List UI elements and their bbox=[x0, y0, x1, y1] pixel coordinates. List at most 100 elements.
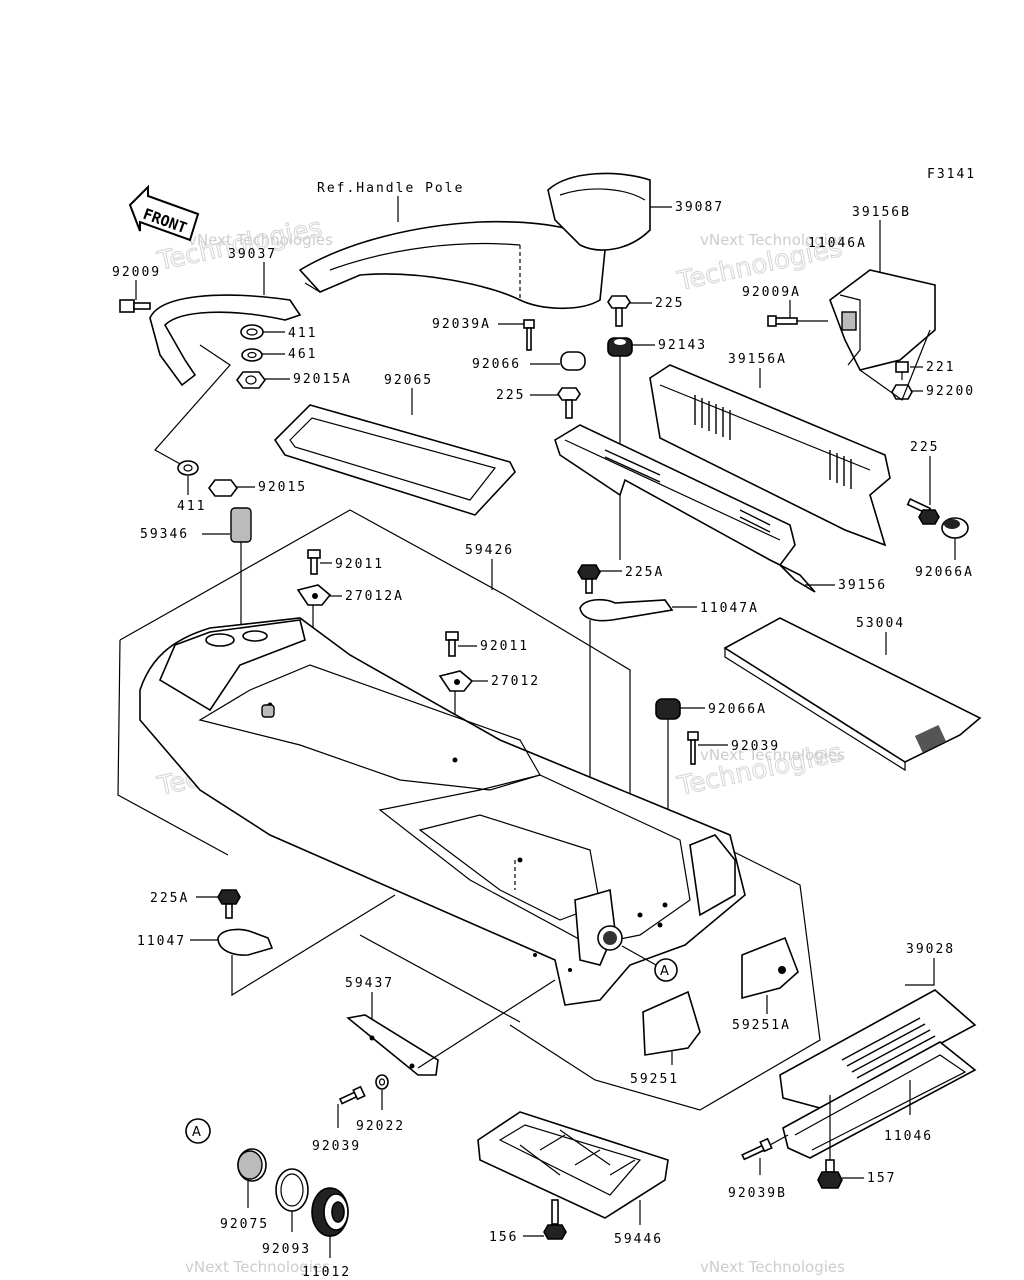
ref-circle-label: A bbox=[660, 964, 669, 979]
washer-411-lower-part bbox=[177, 460, 199, 476]
nut-92200-part bbox=[891, 384, 913, 400]
bolt-225-mid-part bbox=[557, 387, 581, 419]
part-label-11012: 11012 bbox=[302, 1265, 351, 1280]
part-label-225-mid: 225 bbox=[496, 388, 525, 403]
part-label-39156A: 39156A bbox=[728, 352, 787, 367]
part-label-92066A-mid: 92066A bbox=[708, 702, 767, 717]
grab-handle-39037-part bbox=[149, 294, 302, 387]
part-label-92022: 92022 bbox=[356, 1119, 405, 1134]
leader-line bbox=[417, 979, 556, 1069]
bolt-156-part bbox=[543, 1199, 567, 1240]
watermark-text: vNext Technologies bbox=[700, 1258, 845, 1276]
front-arrow-icon: FRONT bbox=[128, 184, 200, 242]
trim-11046-part bbox=[782, 1041, 977, 1159]
part-label-27012: 27012 bbox=[491, 674, 540, 689]
bracket-39156B-part bbox=[829, 269, 936, 371]
handle-pole-ref-label: Ref.Handle Pole bbox=[317, 181, 464, 196]
deck-hull-59426-part bbox=[117, 509, 821, 1111]
bracket-11047-part bbox=[217, 928, 274, 956]
pad-59251-part bbox=[642, 990, 701, 1056]
leader-line bbox=[769, 1134, 789, 1146]
part-label-92015: 92015 bbox=[258, 480, 307, 495]
bolt-92009-part bbox=[119, 299, 151, 313]
part-label-92066: 92066 bbox=[472, 357, 521, 372]
part-label-39156B: 39156B bbox=[852, 205, 911, 220]
part-label-53004: 53004 bbox=[856, 616, 905, 631]
part-label-27012A: 27012A bbox=[345, 589, 404, 604]
part-label-92075: 92075 bbox=[220, 1217, 269, 1232]
plug-92075-part bbox=[237, 1148, 267, 1182]
part-label-411-top: 411 bbox=[288, 326, 317, 341]
leader-line bbox=[859, 329, 931, 401]
ref-circle-A-hull: A bbox=[654, 958, 678, 982]
part-label-59346: 59346 bbox=[140, 527, 189, 542]
part-label-221: 221 bbox=[926, 360, 955, 375]
washer-411-part bbox=[240, 324, 264, 340]
part-label-225-right: 225 bbox=[910, 440, 939, 455]
cap-92066-part bbox=[560, 351, 586, 371]
watermark-text: vNext Technologies bbox=[700, 231, 845, 249]
bolt-221-part bbox=[895, 361, 909, 380]
part-label-11046A: 11046A bbox=[808, 236, 867, 251]
pad-39087-part bbox=[547, 172, 651, 251]
gasket-92065-part bbox=[273, 404, 516, 516]
part-label-92200: 92200 bbox=[926, 384, 975, 399]
part-label-92039-mid: 92039 bbox=[731, 739, 780, 754]
pin-92039-lower-part bbox=[338, 1085, 366, 1105]
ref-circle-A-detail: A bbox=[185, 1118, 211, 1144]
bolt-225A-top-part bbox=[577, 564, 601, 594]
part-label-11046: 11046 bbox=[884, 1129, 933, 1144]
watermark-text: vNext Technologies bbox=[188, 231, 333, 249]
grate-59446-part bbox=[477, 1111, 669, 1219]
part-label-59437: 59437 bbox=[345, 976, 394, 991]
bolt-225-right-part bbox=[906, 497, 940, 525]
part-label-39028: 39028 bbox=[906, 942, 955, 957]
part-label-92011-a: 92011 bbox=[335, 557, 384, 572]
ring-92093-part bbox=[275, 1168, 309, 1212]
watermark-text: vNext Technologies bbox=[185, 1258, 330, 1276]
drain-plug-11012-part bbox=[311, 1187, 349, 1237]
part-label-39156: 39156 bbox=[838, 578, 887, 593]
part-label-157: 157 bbox=[867, 1171, 896, 1186]
pin-92039B-part bbox=[741, 1137, 773, 1161]
ref-circle-label: A bbox=[192, 1125, 201, 1140]
part-label-156: 156 bbox=[489, 1230, 518, 1245]
lockwasher-461-part bbox=[241, 348, 263, 362]
leader-line bbox=[905, 958, 935, 986]
pin-92039-mid-part bbox=[687, 731, 699, 765]
cap-92066A-mid-part bbox=[655, 698, 681, 720]
pin-92039A-part bbox=[523, 319, 535, 351]
screw-92011-a-part bbox=[307, 549, 321, 575]
part-label-59426: 59426 bbox=[465, 543, 514, 558]
screw-92009A-part bbox=[767, 315, 798, 327]
panel-39156A-part bbox=[649, 364, 891, 547]
part-label-92015A: 92015A bbox=[293, 372, 352, 387]
part-label-59251A: 59251A bbox=[732, 1018, 791, 1033]
part-label-59251: 59251 bbox=[630, 1072, 679, 1087]
part-label-92065: 92065 bbox=[384, 373, 433, 388]
cap-92066A-right-part bbox=[941, 517, 969, 539]
part-label-225A-top: 225A bbox=[625, 565, 664, 580]
part-label-225A-bottom: 225A bbox=[150, 891, 189, 906]
part-label-92039A: 92039A bbox=[432, 317, 491, 332]
part-label-11047: 11047 bbox=[137, 934, 186, 949]
part-label-59446: 59446 bbox=[614, 1232, 663, 1247]
part-label-39087: 39087 bbox=[675, 200, 724, 215]
part-label-92066A-right: 92066A bbox=[915, 565, 974, 580]
handle-pole-part bbox=[298, 220, 606, 310]
part-label-461: 461 bbox=[288, 347, 317, 362]
part-label-11047A: 11047A bbox=[700, 601, 759, 616]
part-label-225-top: 225 bbox=[655, 296, 684, 311]
bracket-11047A-part bbox=[579, 598, 674, 622]
pad-59251A-part bbox=[741, 936, 799, 1000]
part-label-92009A: 92009A bbox=[742, 285, 801, 300]
part-label-411-lower: 411 bbox=[177, 499, 206, 514]
part-label-92039-lower: 92039 bbox=[312, 1139, 361, 1154]
bolt-225-top-part bbox=[607, 295, 631, 327]
pad-59346-part bbox=[230, 507, 252, 543]
part-label-92143: 92143 bbox=[658, 338, 707, 353]
panel-39156-part bbox=[554, 424, 816, 593]
nut-92015-part bbox=[208, 479, 238, 497]
part-label-92011-b: 92011 bbox=[480, 639, 529, 654]
